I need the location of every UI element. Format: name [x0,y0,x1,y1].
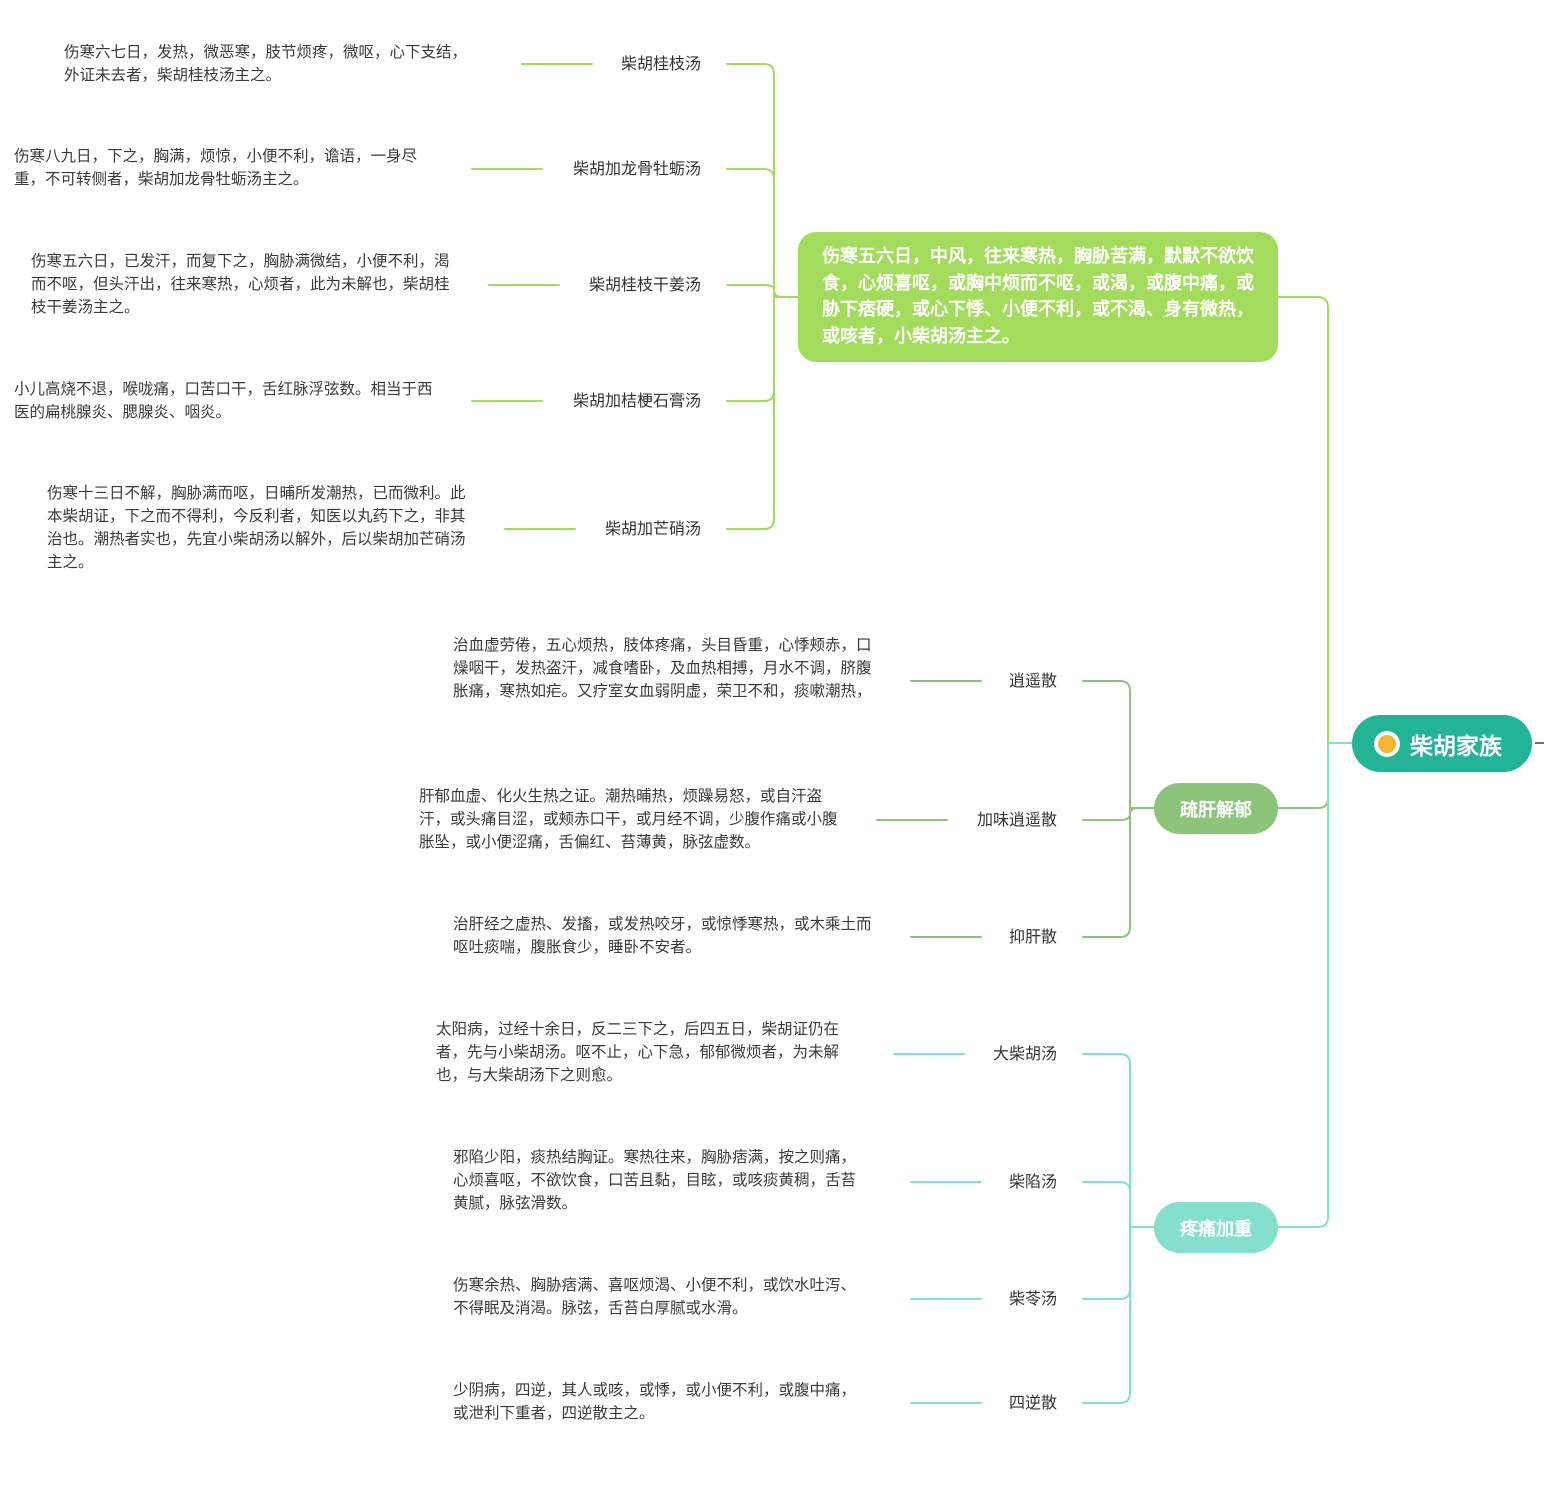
desc-liver-1: 治血虚劳倦，五心烦热，肢体疼痛，头目昏重，心悸颊赤，口燥咽干，发热盗汗，减食嗜卧… [453,636,872,700]
leaf-pain-1[interactable]: 大柴胡汤 [992,1044,1057,1063]
desc-pain-3: 伤寒余热、胸胁痞满、喜呕烦渴、小便不利，或饮水吐泻、不得眠及消渴。脉弦，舌苔白厚… [453,1276,857,1317]
branch-liver-node[interactable]: 疏肝解郁 [1154,783,1278,834]
leaf-main-4[interactable]: 柴胡加桔梗石膏汤 [572,391,701,410]
link-pain-c1 [1082,1053,1155,1228]
link-root-liver [1277,742,1353,809]
link-main-c2 [726,168,799,298]
desc-main-4: 小儿高烧不退，喉咙痛，口苦口干，舌红脉浮弦数。相当于西医的扁桃腺炎、腮腺炎、咽炎… [14,380,433,421]
desc-main-1: 伤寒六七日，发热，微恶寒，肢节烦疼，微呕，心下支结，外证未去者，柴胡桂枝汤主之。 [64,43,468,84]
leaf-liver-2[interactable]: 加味逍遥散 [976,810,1057,829]
link-pain-c4 [1082,1226,1155,1404]
link-main-c3 [726,284,799,298]
link-main-c1 [726,63,799,298]
link-pain-c2 [1082,1181,1155,1228]
collapse-handle[interactable] [1535,742,1544,744]
desc-pain-2: 邪陷少阳，痰热结胸证。寒热往来，胸胁痞满，按之则痛，心烦喜呕，不欲饮食，口苦且黏… [453,1148,857,1212]
link-root-main [1277,296,1353,744]
desc-pain-1: 太阳病，过经十余日，反二三下之，后四五日，柴胡证仍在者，先与小柴胡汤。呕不止，心… [436,1020,840,1084]
leaf-liver-3[interactable]: 抑肝散 [1008,927,1057,946]
link-root-pain [1277,742,1353,1228]
branch-pain-node[interactable]: 疼痛加重 [1154,1202,1278,1253]
desc-liver-2: 肝郁血虚、化火生热之证。潮热晡热，烦躁易怒，或自汗盗汗，或头痛目涩，或颊赤口干，… [419,787,838,851]
link-liver-c1 [1082,680,1155,809]
leaf-main-1[interactable]: 柴胡桂枝汤 [620,54,701,73]
desc-main-5: 伤寒十三日不解，胸胁满而呕，日晡所发潮热，已而微利。此本柴胡证，下之而不得利，今… [47,484,466,571]
link-liver-c2 [1082,807,1155,821]
leaf-pain-4[interactable]: 四逆散 [1008,1393,1057,1412]
leaf-liver-1[interactable]: 逍遥散 [1008,671,1057,690]
root-label: 柴胡家族 [1410,733,1502,760]
leaf-main-3[interactable]: 柴胡桂枝干姜汤 [588,275,701,294]
desc-liver-3: 治肝经之虚热、发搐，或发热咬牙，或惊悸寒热，或木乘土而呕吐痰喘，腹胀食少，睡卧不… [453,915,872,956]
link-main-c4 [726,296,799,402]
leaf-main-5[interactable]: 柴胡加芒硝汤 [604,519,701,538]
logo-icon [1374,730,1400,757]
branch-main-node[interactable]: 伤寒五六日，中风，往来寒热，胸胁苦满，默默不欲饮食，心烦喜呕，或胸中烦而不呕，或… [798,232,1278,362]
root-node[interactable]: 柴胡家族 [1352,715,1532,772]
desc-pain-4: 少阴病，四逆，其人或咳，或悸，或小便不利，或腹中痛，或泄利下重者，四逆散主之。 [453,1381,857,1422]
desc-main-3: 伤寒五六日，已发汗，而复下之，胸胁满微结，小便不利，渴而不呕，但头汗出，往来寒热… [31,252,450,316]
link-main-c5 [726,296,799,530]
leaf-main-2[interactable]: 柴胡加龙骨牡蛎汤 [572,159,701,178]
link-pain-c3 [1082,1226,1155,1300]
leaf-pain-2[interactable]: 柴陷汤 [1008,1172,1057,1191]
desc-main-2: 伤寒八九日，下之，胸满，烦惊，小便不利，谵语，一身尽重，不可转侧者，柴胡加龙骨牡… [14,147,418,188]
leaf-pain-3[interactable]: 柴苓汤 [1008,1289,1057,1308]
link-liver-c3 [1082,807,1155,938]
